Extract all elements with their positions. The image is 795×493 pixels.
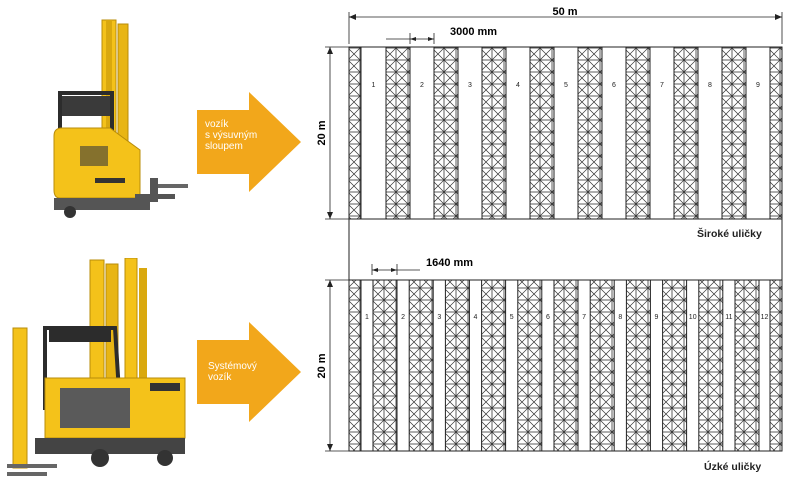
arrow-line: vozík [208, 372, 232, 383]
aisle-width-label-narrow: 1640 mm [426, 257, 473, 269]
rack-rows-wide-aisles [348, 46, 783, 220]
arrow-reach-truck [197, 92, 301, 192]
aisle-number: 11 [725, 314, 732, 321]
aisle-number: 9 [756, 82, 760, 89]
height-label-top: 20 m [316, 120, 328, 145]
rack-row [662, 279, 688, 452]
aisle-number: 2 [401, 314, 405, 321]
aisle-number: 1 [365, 314, 369, 321]
rack-row [625, 46, 651, 220]
width-label: 50 m [552, 6, 577, 18]
aisle-number: 9 [655, 314, 659, 321]
arrow-label-system-truck: Systémový vozík [208, 361, 257, 383]
rack-row [625, 279, 651, 452]
arrow-system-truck [197, 322, 301, 422]
caption-wide-aisles: Široké uličky [697, 228, 762, 240]
aisle-number: 5 [510, 314, 514, 321]
aisle-number: 1 [372, 82, 376, 89]
aisle-number: 3 [468, 82, 472, 89]
rack-row [589, 279, 615, 452]
aisle-number: 4 [474, 314, 478, 321]
rack-row [444, 279, 470, 452]
rack-row [481, 279, 507, 452]
aisle-number: 6 [546, 314, 550, 321]
aisle-number: 5 [564, 82, 568, 89]
aisle-numbers-wide: 1 2 3 4 5 6 7 8 9 [372, 82, 761, 89]
aisle-number: 8 [618, 314, 622, 321]
rack-row [529, 46, 555, 220]
rack-row [372, 279, 398, 452]
rack-row [734, 279, 760, 452]
aisle-number: 10 [689, 314, 697, 321]
aisle-number: 4 [516, 82, 520, 89]
rack-row [698, 279, 724, 452]
caption-narrow-aisles: Úzké uličky [704, 461, 762, 473]
rack-row [577, 46, 603, 220]
rack-row [348, 46, 362, 220]
arrow-line: vozík [205, 119, 229, 130]
aisle-number: 7 [582, 314, 586, 321]
rack-row [408, 279, 434, 452]
height-label-bottom: 20 m [316, 353, 328, 378]
reach-truck-illustration [53, 19, 188, 218]
rack-row [553, 279, 579, 452]
aisle-number: 2 [420, 82, 424, 89]
system-truck-illustration [7, 258, 186, 476]
rack-row [769, 279, 783, 452]
aisle-number: 8 [708, 82, 712, 89]
aisle-number: 3 [437, 314, 441, 321]
arrow-line: Systémový [208, 361, 257, 372]
rack-row [769, 46, 783, 220]
rack-row [348, 279, 362, 452]
aisle-number: 12 [761, 314, 769, 321]
rack-rows-narrow-aisles [348, 279, 783, 452]
rack-row [673, 46, 699, 220]
rack-row [721, 46, 747, 220]
rack-row [481, 46, 507, 220]
aisle-number: 6 [612, 82, 616, 89]
aisle-number: 7 [660, 82, 664, 89]
rack-row [385, 46, 411, 220]
arrow-label-reach-truck: vozík s výsuvným sloupem [205, 119, 257, 152]
rack-row [433, 46, 459, 220]
aisle-width-label-wide: 3000 mm [450, 26, 497, 38]
arrow-line: sloupem [205, 141, 243, 152]
arrow-line: s výsuvným [205, 130, 258, 141]
rack-row [517, 279, 543, 452]
